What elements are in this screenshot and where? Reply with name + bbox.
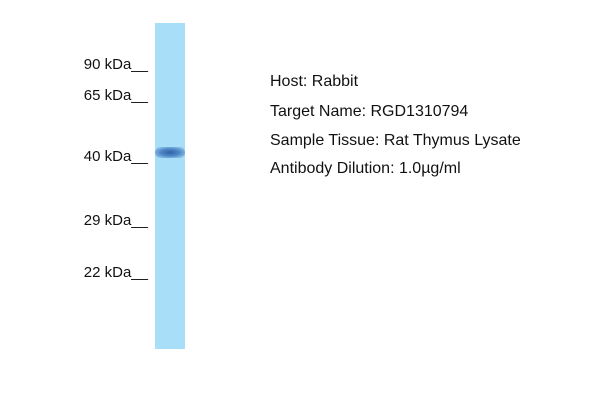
host-text: Host: Rabbit: [270, 73, 359, 90]
blot-lane: [155, 23, 185, 349]
marker-label-29kda: 29 kDa__: [83, 212, 148, 229]
protein-band: [155, 147, 185, 158]
target-name-text: Target Name: RGD1310794: [270, 103, 469, 120]
marker-label-40kda: 40 kDa__: [83, 148, 148, 165]
marker-label-22kda: 22 kDa__: [83, 264, 148, 281]
marker-label-90kda: 90 kDa__: [83, 56, 148, 73]
antibody-dilution-text: Antibody Dilution: 1.0µg/ml: [270, 160, 461, 177]
sample-tissue-text: Sample Tissue: Rat Thymus Lysate: [270, 132, 521, 149]
marker-label-65kda: 65 kDa__: [83, 87, 148, 104]
